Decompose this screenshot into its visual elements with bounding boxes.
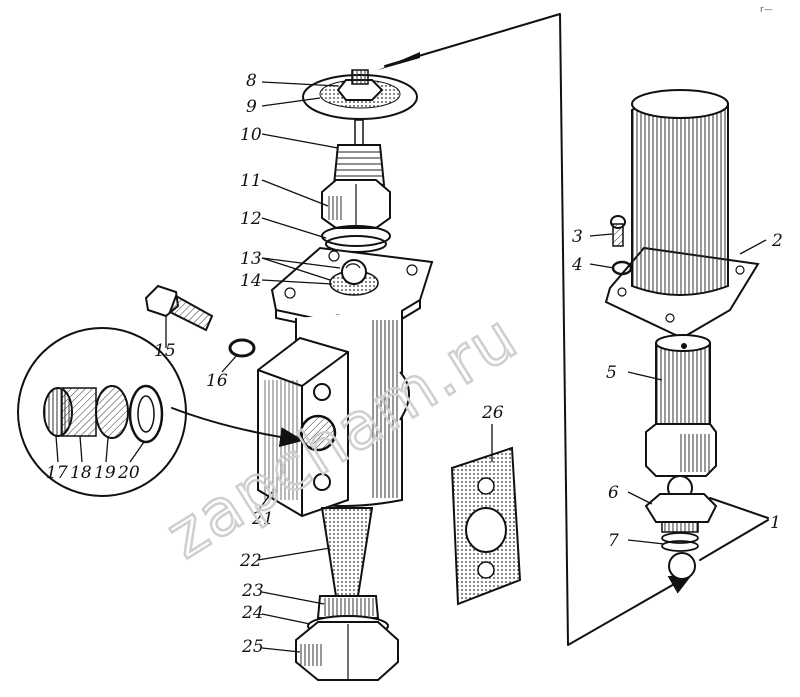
label-19: 19 — [94, 463, 116, 483]
label-5: 5 — [606, 363, 617, 383]
label-11: 11 — [240, 171, 262, 191]
part-15-bolt — [144, 284, 214, 332]
assembly-path-line — [378, 13, 694, 646]
label-1: 1 — [770, 513, 781, 533]
label-9: 9 — [246, 97, 257, 117]
part-25-hex-nut — [295, 621, 399, 681]
label-8: 8 — [246, 71, 257, 91]
part-10-threaded-stem — [332, 119, 386, 186]
part-26-gasket — [450, 446, 522, 606]
label-6: 6 — [608, 483, 619, 503]
part-19-sleeve — [95, 385, 129, 439]
label-12: 12 — [240, 209, 262, 229]
part-20-gasket — [128, 384, 164, 444]
part-5-plunger — [645, 334, 717, 477]
part-8-nut — [336, 69, 384, 101]
part-18-mesh — [61, 387, 97, 437]
label-26: 26 — [481, 403, 504, 423]
part-7-spring-ball — [661, 532, 699, 580]
label-4: 4 — [571, 255, 583, 275]
detail-inset — [17, 327, 304, 497]
label-15: 15 — [154, 341, 176, 361]
part-12-spring — [321, 225, 391, 253]
part-6-fitting — [644, 475, 718, 533]
label-21: 21 — [251, 509, 274, 529]
leader-lines — [55, 81, 767, 653]
label-16: 16 — [206, 371, 228, 391]
valve-body-flange — [270, 246, 434, 340]
corner-mark: r— — [760, 5, 773, 15]
part-1-leader — [699, 497, 769, 561]
label-25: 25 — [241, 637, 264, 657]
part-3-screw — [610, 215, 626, 247]
label-2: 2 — [771, 231, 783, 251]
callout-labels: 1 2 3 4 5 6 7 8 9 10 11 12 13 14 15 16 1… — [46, 71, 783, 657]
label-14: 14 — [240, 271, 262, 291]
label-3: 3 — [572, 227, 583, 247]
label-18: 18 — [70, 463, 92, 483]
label-10: 10 — [240, 125, 262, 145]
label-7: 7 — [608, 531, 619, 551]
part-2-cylinder-cover — [604, 89, 760, 340]
label-20: 20 — [117, 463, 140, 483]
label-22: 22 — [239, 551, 262, 571]
label-24: 24 — [241, 603, 264, 623]
part-22-tapered-stem — [320, 507, 374, 597]
part-16-lock-washer — [228, 338, 256, 358]
label-17: 17 — [46, 463, 68, 483]
part-11-hex-nut — [321, 179, 391, 229]
label-23: 23 — [241, 581, 264, 601]
label-13: 13 — [240, 249, 262, 269]
part-23-coupling — [316, 595, 380, 619]
